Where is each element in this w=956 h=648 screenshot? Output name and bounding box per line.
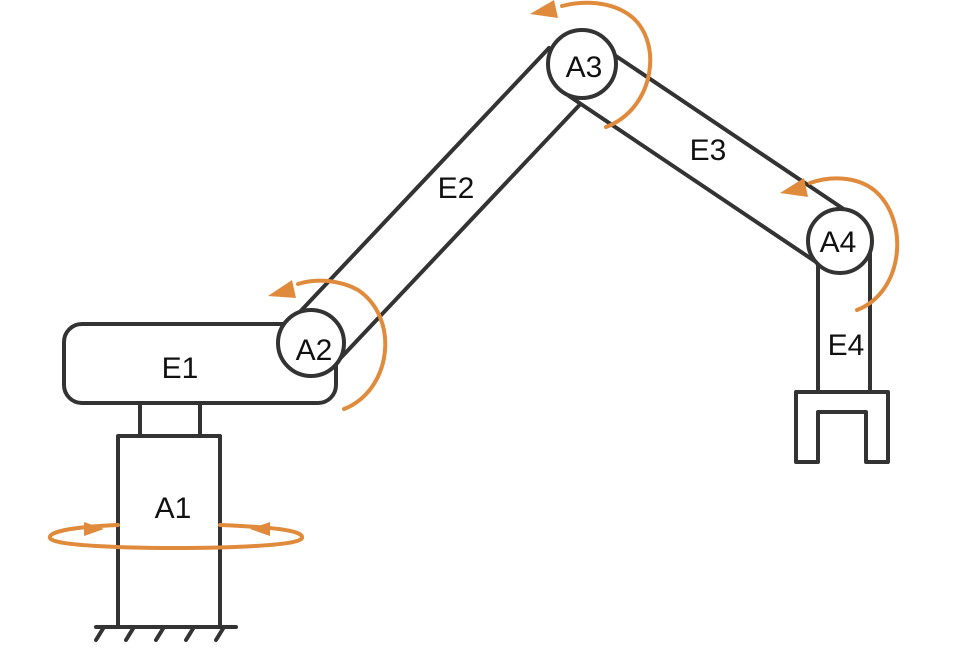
rotation-arrow-a4 [780,176,900,312]
label-a1: A1 [155,492,192,525]
label-e1: E1 [162,352,199,385]
rotation-arrow-a1 [48,522,304,551]
joint-a2 [276,308,346,378]
rotation-arc-a1 [48,523,304,551]
arrowhead-a2 [268,280,296,298]
label-a3: A3 [566,51,603,84]
arrowhead-a4 [780,178,808,197]
arrowhead-a3 [530,0,558,18]
pedestal-neck [138,398,202,438]
joint-a3 [546,28,618,100]
label-a2: A2 [296,334,333,367]
arrowhead-a1-left [84,522,104,536]
label-a4: A4 [820,226,857,259]
rotation-arc-a2 [296,278,388,411]
label-e3: E3 [690,134,727,167]
base-hatch-5 [214,625,226,642]
pedestal-a1 [116,434,222,629]
label-e2: E2 [438,172,475,205]
rotation-arc-a4 [808,176,900,312]
gripper [794,390,890,464]
label-e4: E4 [828,329,865,362]
base-hatch-4 [184,625,196,642]
arrowhead-a1-right [250,522,270,536]
rotation-arrow-a2 [268,278,388,411]
base-group: A1 [94,398,238,642]
rotation-arrow-a3 [530,0,653,129]
base-hatch-3 [154,625,166,642]
rotation-arc-a3 [560,0,653,129]
base-hatch-2 [124,625,136,642]
link-e2 [294,46,590,366]
joint-a4 [806,207,874,275]
base-hatch-1 [94,625,106,642]
